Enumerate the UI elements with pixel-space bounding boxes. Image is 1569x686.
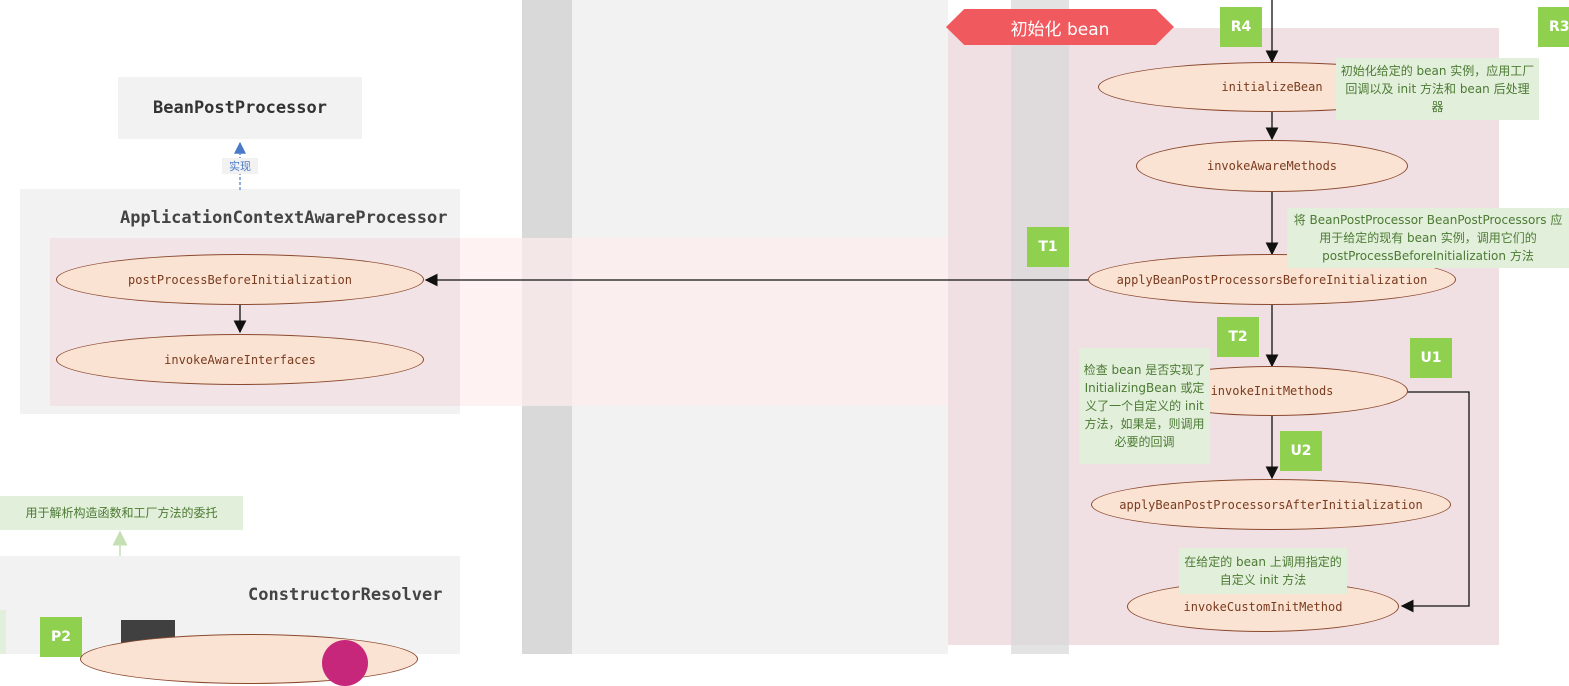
divider-stripe-right bbox=[1011, 0, 1069, 654]
invoke-custom-note: 在给定的 bean 上调用指定的自定义 init 方法 bbox=[1179, 548, 1347, 594]
application-context-aware-processor-header: ApplicationContextAwareProcessor bbox=[120, 208, 448, 228]
tag-r3: R3 bbox=[1538, 7, 1569, 47]
init-bean-banner: 初始化 bean bbox=[946, 9, 1174, 45]
tag-r4: R4 bbox=[1220, 7, 1262, 47]
implements-label: 实现 bbox=[222, 158, 258, 174]
invoke-aware-methods-node[interactable]: invokeAwareMethods bbox=[1136, 140, 1408, 192]
green-note-edge bbox=[0, 610, 6, 654]
bean-post-processor-box: BeanPostProcessor bbox=[118, 77, 362, 139]
tag-t2: T2 bbox=[1217, 317, 1259, 357]
apply-before-note: 将 BeanPostProcessor BeanPostProcessors 应… bbox=[1287, 208, 1569, 268]
constructor-resolver-note: 用于解析构造函数和工厂方法的委托 bbox=[0, 496, 243, 530]
constructor-resolver-header: ConstructorResolver bbox=[248, 585, 443, 605]
invoke-aware-interfaces-node[interactable]: invokeAwareInterfaces bbox=[56, 334, 424, 385]
tag-u2: U2 bbox=[1280, 431, 1322, 471]
magenta-badge-icon bbox=[322, 640, 368, 686]
post-process-before-initialization-node[interactable]: postProcessBeforeInitialization bbox=[56, 254, 424, 305]
edge-init-custom bbox=[1400, 391, 1470, 613]
init-bean-banner-label: 初始化 bean bbox=[1010, 19, 1110, 40]
connectors bbox=[112, 0, 1470, 613]
invoke-init-note: 检查 bean 是否实现了 InitializingBean 或定义了一个自定义… bbox=[1079, 348, 1210, 464]
tag-t1: T1 bbox=[1027, 227, 1069, 267]
tag-u1: U1 bbox=[1410, 338, 1452, 378]
tag-p2: P2 bbox=[40, 617, 82, 657]
apply-before-initialization-node[interactable]: applyBeanPostProcessorsBeforeInitializat… bbox=[1088, 254, 1456, 305]
initialize-bean-note: 初始化给定的 bean 实例，应用工厂回调以及 init 方法和 bean 后处… bbox=[1336, 58, 1539, 120]
apply-after-initialization-node[interactable]: applyBeanPostProcessorsAfterInitializati… bbox=[1091, 479, 1451, 530]
